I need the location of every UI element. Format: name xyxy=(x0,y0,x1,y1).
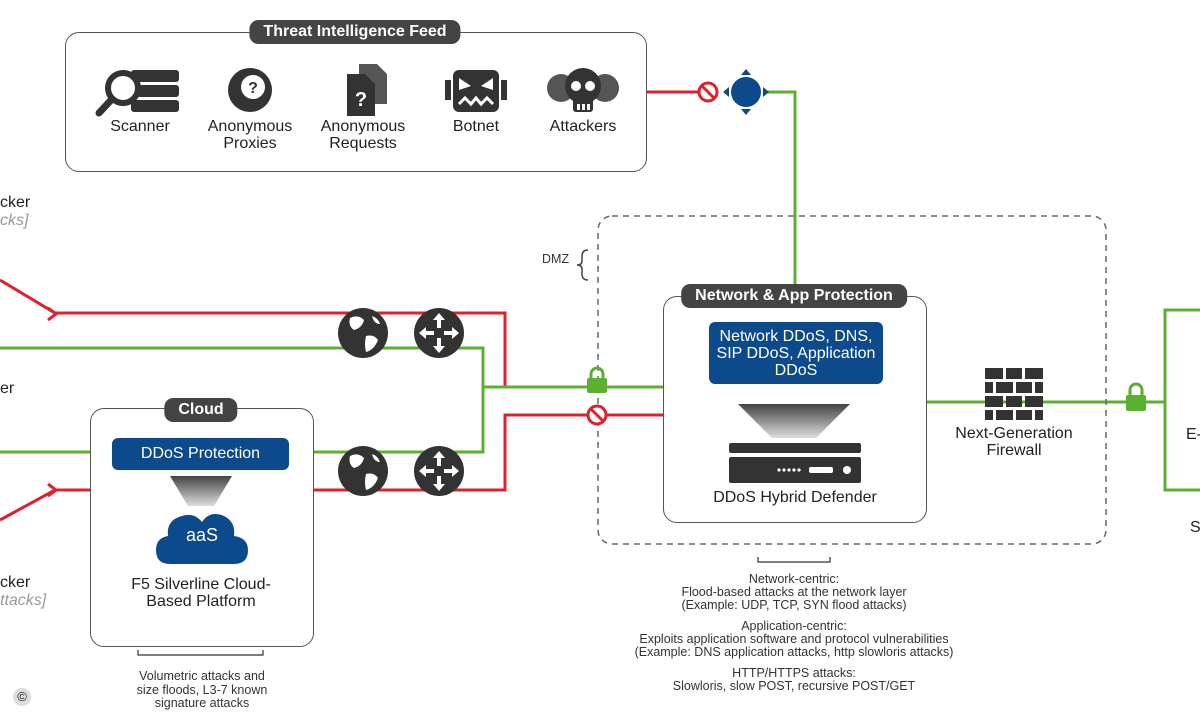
note-application-centric-title: Application-centric: xyxy=(741,619,847,633)
funnel-icon xyxy=(170,476,232,506)
threat-feed-title: Threat Intelligence Feed xyxy=(249,20,461,44)
attacker-bottom-label: cker xyxy=(0,574,31,591)
funnel-icon xyxy=(738,404,850,438)
note-network-centric-body: Flood-based attacks at the network layer xyxy=(681,585,907,599)
green-user-line-upper xyxy=(0,346,485,387)
red-attack-line-bottom xyxy=(0,413,665,522)
lock-icon xyxy=(1126,382,1146,411)
globe-icon xyxy=(338,446,388,496)
note-network-centric-title: Network-centric: xyxy=(748,572,840,586)
block-icon-defender xyxy=(586,404,608,426)
note-application-centric-body: Exploits application software and protoc… xyxy=(639,632,949,646)
cloud-icon xyxy=(156,514,248,564)
user-mid-label: er xyxy=(0,380,15,397)
network-ddos-service: Network DDoS, DNS, SIP DDoS, Application… xyxy=(709,322,883,384)
svg-text:?: ? xyxy=(355,89,367,111)
router-icon xyxy=(414,308,464,358)
right-edge-label-1: E- xyxy=(1186,426,1200,443)
feed-item-botnet: Botnet xyxy=(421,66,531,135)
anonymous-requests-icon: ? xyxy=(347,64,387,116)
router-icon xyxy=(414,446,464,496)
scanner-icon xyxy=(95,70,179,117)
note-http-body: Slowloris, slow POST, recursive POST/GET xyxy=(672,679,916,693)
silverline-platform-label: F5 Silverline Cloud-Based Platform xyxy=(131,576,271,610)
attackers-icon xyxy=(547,68,619,112)
note-network-centric-example: (Example: UDP, TCP, SYN flood attacks) xyxy=(681,598,907,612)
cloud-note: Volumetric attacks and size floods, L3-7… xyxy=(136,669,268,710)
botnet-icon xyxy=(445,70,507,112)
dmz-label: DMZ xyxy=(542,252,570,266)
svg-text:?: ? xyxy=(248,80,258,97)
feed-item-attackers: Attackers xyxy=(528,66,638,135)
aas-label: aaS xyxy=(185,525,219,545)
defender-label: DDoS Hybrid Defender xyxy=(713,489,877,506)
attacker-top-label: cker xyxy=(0,194,31,211)
attacker-top-sublabel: cks] xyxy=(0,212,29,229)
feed-item-anonymous-requests: ? Anonymous Requests xyxy=(308,62,418,152)
feed-item-anonymous-proxies: ? Anonymous Proxies xyxy=(195,66,305,152)
block-icon-feed xyxy=(697,81,719,103)
feed-item-scanner: Scanner xyxy=(85,66,195,135)
red-attack-line-top xyxy=(0,278,665,389)
copyright-mark: © xyxy=(13,688,31,706)
note-application-centric-example: (Example: DNS application attacks, http … xyxy=(634,645,954,659)
ddos-protection-service: DDoS Protection xyxy=(112,438,289,470)
cloud-title: Cloud xyxy=(164,398,238,422)
lock-icon xyxy=(587,366,607,393)
direction-node-icon xyxy=(723,69,769,115)
right-edge-label-2: S xyxy=(1190,519,1200,536)
note-http-title: HTTP/HTTPS attacks: xyxy=(732,666,856,680)
network-app-title: Network & App Protection xyxy=(681,284,907,308)
globe-icon xyxy=(338,308,388,358)
appliance-icon xyxy=(729,443,861,483)
firewall-icon xyxy=(985,368,1043,420)
firewall-label: Next-Generation Firewall xyxy=(955,425,1073,459)
green-feed-line xyxy=(765,90,797,286)
attacker-bottom-sublabel: ttacks] xyxy=(0,592,47,609)
anonymous-proxy-icon: ? xyxy=(228,68,272,112)
